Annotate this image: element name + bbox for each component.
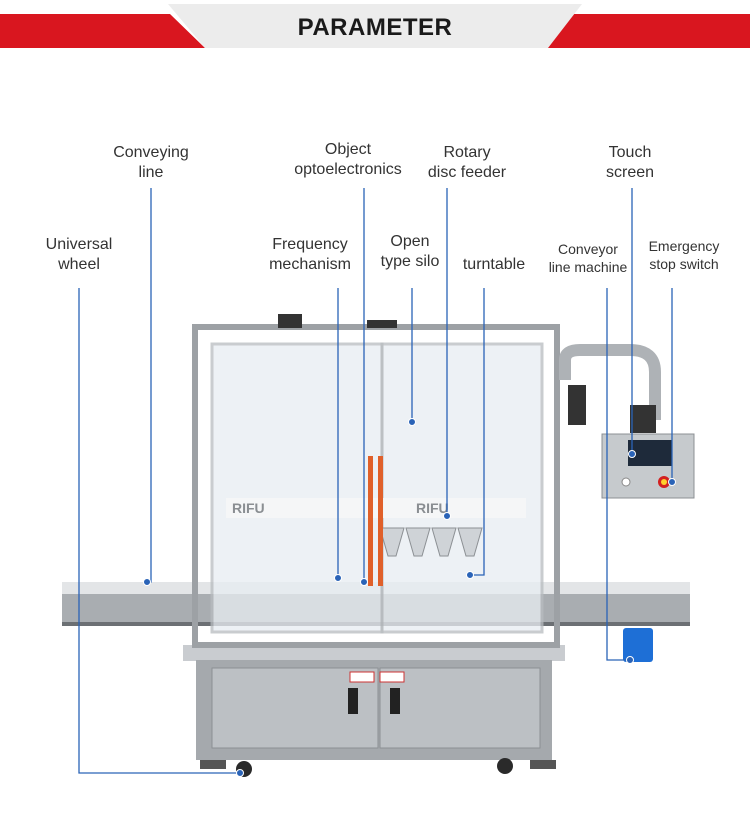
page-title: PARAMETER xyxy=(297,14,453,41)
wheels xyxy=(200,758,556,777)
brand-logo-right: RIFU xyxy=(416,500,449,516)
header-banner xyxy=(0,4,750,48)
label-turntable: turntable xyxy=(462,256,526,273)
brand-logo-left: RIFU xyxy=(232,500,265,516)
